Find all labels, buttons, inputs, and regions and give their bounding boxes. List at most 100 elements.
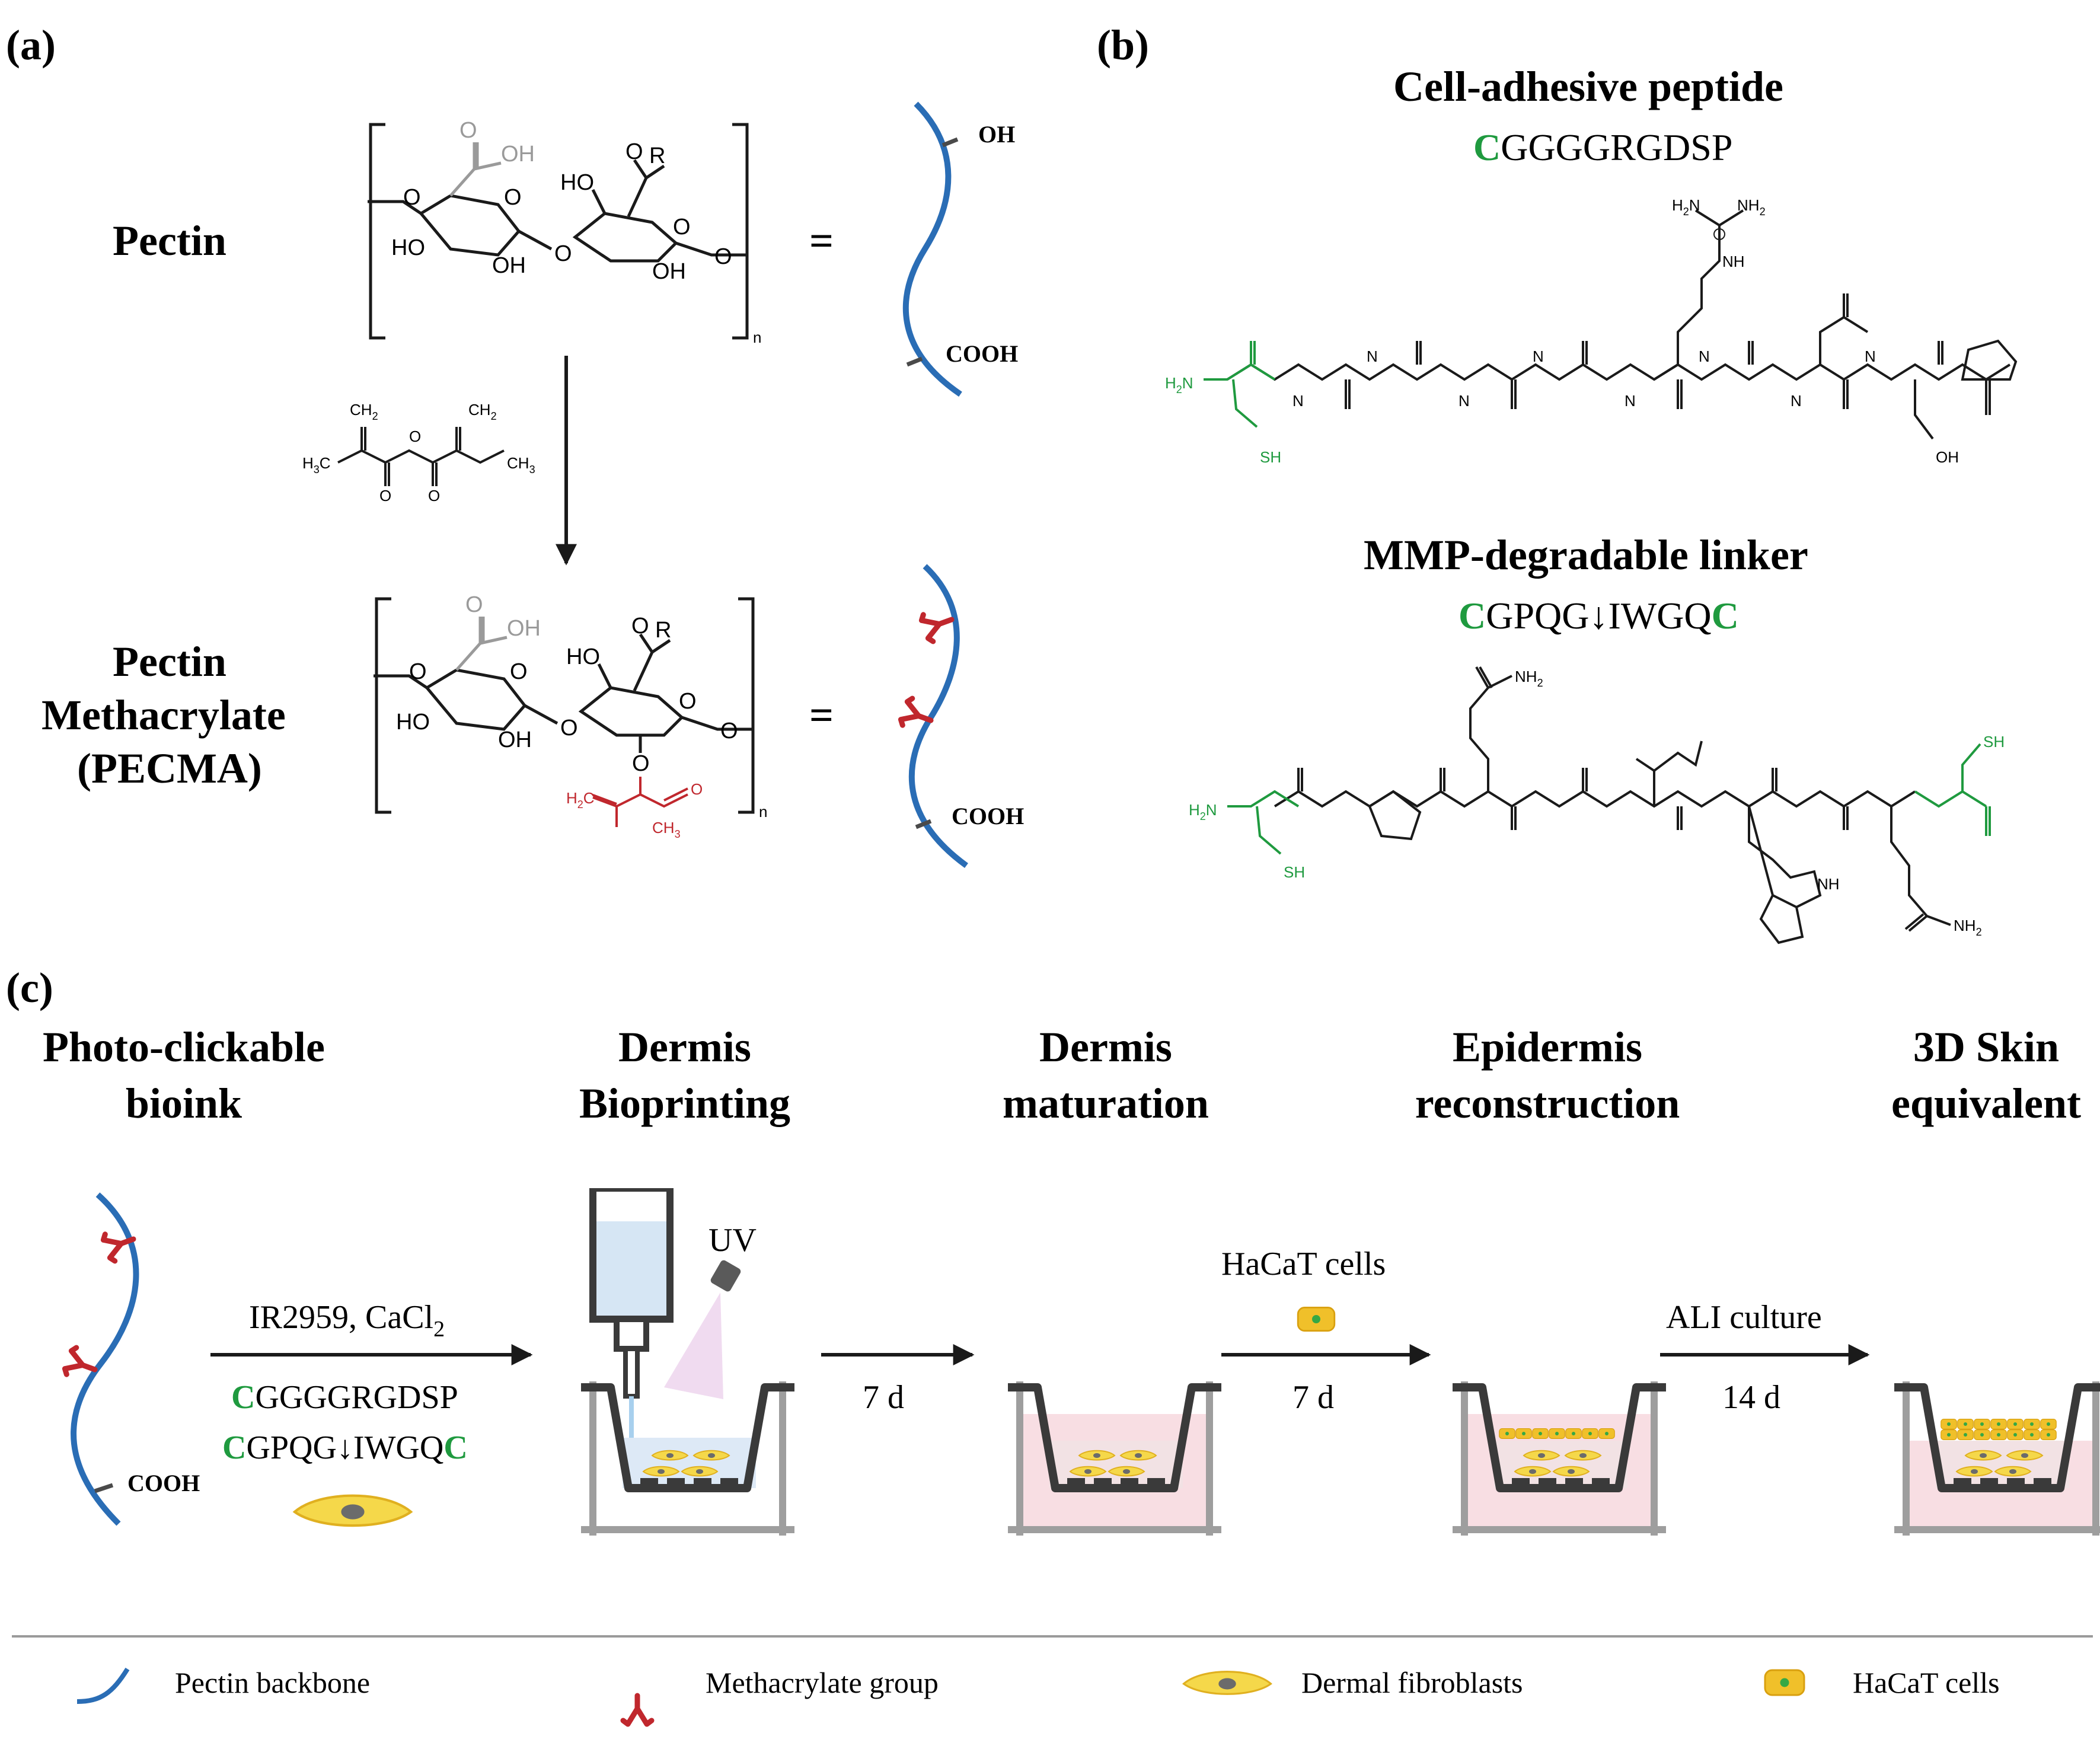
- arrow1-reagents: IR2959, CaCl2: [249, 1299, 445, 1342]
- bioink-backbone: [71, 1192, 139, 1526]
- pectin-label: Pectin: [113, 217, 226, 264]
- svg-text:Dermis: Dermis: [1039, 1023, 1172, 1071]
- ring2-o-ring: O: [673, 215, 691, 240]
- peptide2-sh-n: SH: [1284, 863, 1305, 881]
- glutamine-sidechain: [1469, 666, 1512, 791]
- pecma-ring1-o-ring: O: [510, 659, 528, 684]
- linker-sequence: CGPQG↓IWGQC: [1458, 595, 1739, 637]
- peptide1-sh: SH: [1260, 448, 1281, 466]
- ring1-ho: HO: [391, 235, 425, 260]
- backbone-top-cooh: COOH: [946, 340, 1018, 367]
- pectin-bracket-left: [369, 123, 385, 340]
- pectin-ring-2: [572, 159, 747, 263]
- svg-text:N: N: [1367, 347, 1378, 365]
- isoleucine-sidechain: [1635, 741, 1703, 806]
- pecma-ring2-o-right: O: [720, 719, 738, 743]
- epidermis-well: [1453, 1381, 1666, 1536]
- peptide1-cys: [1204, 363, 1276, 381]
- arrow3-hacat-icon: [1297, 1306, 1336, 1332]
- anhydride-o-1: O: [379, 487, 391, 505]
- ring2-oh: OH: [652, 259, 686, 284]
- pecma-backbone: [908, 564, 968, 869]
- anhydride-ch3: CH3: [507, 454, 535, 475]
- proline-ring: [1961, 339, 2018, 381]
- pecma-methacrylate-h2c: H2C: [566, 789, 595, 810]
- legend: Pectin backbone Methacrylate group Derma…: [76, 1666, 2000, 1724]
- peptide1-carbonyls: [1345, 341, 1991, 415]
- ring1-oh: OH: [492, 253, 526, 278]
- arrow3-label: HaCaT cells: [1221, 1246, 1386, 1282]
- svg-text:Dermis: Dermis: [618, 1023, 751, 1071]
- pecma-ring1-carboxyl-o: O: [465, 592, 483, 617]
- anhydride-ch2-right: CH2: [468, 401, 497, 422]
- pecma-glycosidic-o: O: [560, 716, 578, 741]
- ring2-ho: HO: [560, 170, 594, 195]
- glycosidic-o: O: [554, 241, 572, 266]
- panel-label-a: (a): [6, 21, 56, 69]
- peptide2-backbone: [1274, 790, 1916, 808]
- step-title-1: Photo-clickable bioink: [43, 1023, 325, 1127]
- aspartate-sidechain: [1819, 293, 1869, 365]
- pecma-ring1-o-left: O: [409, 659, 427, 684]
- pecma-ring-2: [578, 633, 753, 753]
- arrow4-label: ALI culture: [1666, 1299, 1822, 1336]
- svg-text:N: N: [1292, 392, 1304, 410]
- pecma-methacrylate: [592, 777, 688, 827]
- pecma-ring2-ho: HO: [566, 644, 600, 669]
- pecma-label-line2: Methacrylate: [42, 691, 286, 739]
- panel-label-c: (c): [6, 964, 53, 1011]
- panel-c: Photo-clickable bioink Dermis Bioprintin…: [43, 1023, 2100, 1536]
- panel-a: Pectin n O O HO OH O OH O HO O R O: [42, 101, 1024, 869]
- pecma-ring2-r: R: [655, 618, 671, 643]
- proline-ring-2: [1368, 790, 1422, 841]
- pecma-ring1-ho: HO: [396, 710, 430, 735]
- arrow1-seq2: CGPQG↓IWGQC: [222, 1429, 468, 1466]
- hacat-cell-icon: [1764, 1669, 1805, 1696]
- svg-text:N: N: [1865, 347, 1876, 365]
- peptide1-nh2: H2N: [1165, 374, 1193, 395]
- peptide2-carbonyls: [1297, 768, 1849, 830]
- dermal-fibroblast-icon: [1182, 1670, 1272, 1695]
- pecma-ester-o: O: [632, 751, 650, 776]
- glutamine-nh2: NH2: [1515, 668, 1543, 689]
- peptide1-backbone: [1226, 363, 2011, 381]
- arrow2-duration: 7 d: [863, 1379, 904, 1416]
- ring2-o: O: [625, 139, 643, 164]
- tryptophan-sidechain: [1748, 806, 1822, 944]
- ring1-carboxyl-o: O: [459, 118, 477, 143]
- pectin-backbone-top: [902, 101, 962, 397]
- pecma-subscript-n: n: [759, 803, 767, 821]
- equals-top: =: [809, 217, 834, 264]
- arginine-nh: NH: [1722, 253, 1745, 270]
- step-title-2: Dermis Bioprinting: [579, 1023, 790, 1127]
- peptide1-nh-labels: N N N N N N N N: [1292, 347, 1876, 410]
- serine-sidechain: [1914, 379, 1934, 440]
- peptide-sequence: CGGGGRGDSP: [1473, 126, 1732, 168]
- peptide2-sh-c: SH: [1983, 733, 2005, 751]
- peptide-title: Cell-adhesive peptide: [1393, 63, 1783, 110]
- glutamine2-sidechain: [1890, 806, 1951, 932]
- ring2-o-right: O: [714, 244, 732, 269]
- bioink-cooh: COOH: [127, 1470, 200, 1496]
- pecma-methacrylate-ch3: CH3: [652, 819, 681, 840]
- pecma-label-line1: Pectin: [113, 638, 226, 685]
- legend-label-methacrylate: Methacrylate group: [706, 1666, 939, 1699]
- linker-title: MMP-degradable linker: [1364, 531, 1808, 579]
- peptide2-cys-c: [1914, 790, 1987, 808]
- arginine-sidechain: [1653, 243, 1721, 381]
- step-title-3: Dermis maturation: [1003, 1023, 1209, 1127]
- legend-label-hacat: HaCaT cells: [1853, 1666, 2000, 1699]
- bioprint-well: [581, 1381, 794, 1536]
- glutamine2-nh2: NH2: [1954, 917, 1982, 938]
- svg-text:N: N: [1625, 392, 1636, 410]
- anhydride-o-bridge: O: [409, 427, 421, 445]
- ring1-o-ring: O: [504, 185, 522, 210]
- pecma-ring2-o-ring: O: [679, 689, 697, 714]
- pectin-subscript-n: n: [753, 328, 761, 346]
- methacrylate-group-icon: [623, 1696, 652, 1724]
- legend-label-fibroblast: Dermal fibroblasts: [1301, 1666, 1523, 1699]
- ring1-carboxyl-oh: OH: [501, 142, 535, 167]
- pecma-ring1-oh: OH: [498, 727, 532, 752]
- panel-b: Cell-adhesive peptide CGGGGRGDSP H2N SH …: [1165, 63, 2018, 944]
- maturation-well: [1008, 1381, 1221, 1536]
